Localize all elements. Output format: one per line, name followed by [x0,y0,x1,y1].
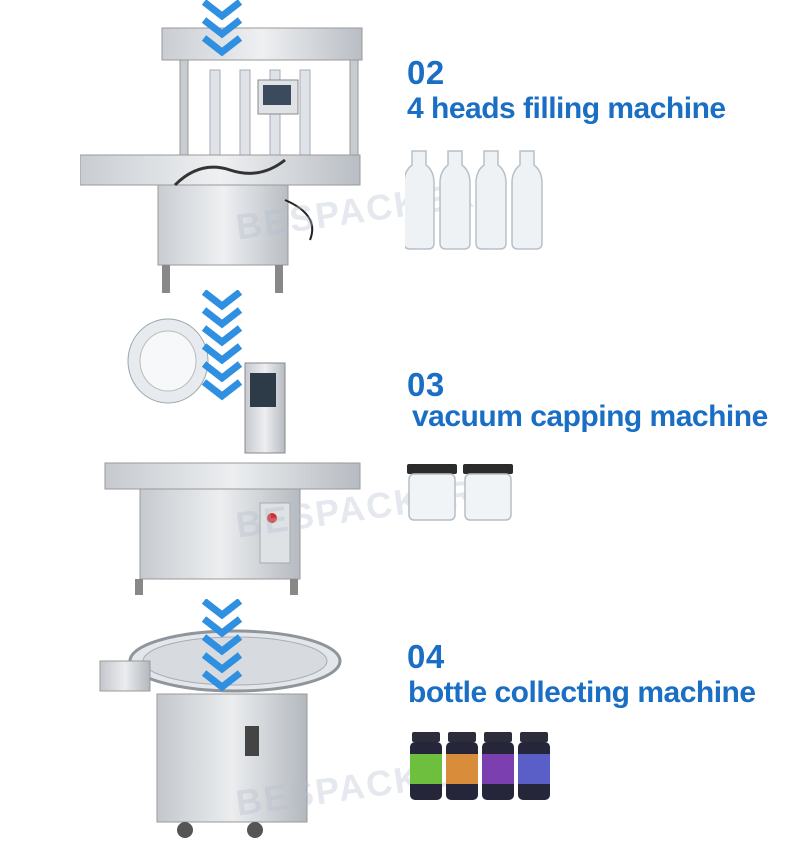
down-arrows-icon [201,290,243,401]
down-arrows-icon [201,599,243,692]
capping-machine-image [104,318,361,595]
step-collecting: BESPACKER 04 bottle collecting machine [0,596,790,842]
down-arrows-icon [201,0,243,57]
step-number: 04 [407,638,445,675]
step-title: 4 heads filling machine [407,92,726,125]
supplement-bottles-image [410,732,550,800]
glass-jars-image [407,464,513,521]
step-capping: BESPACKER 03 vacuum capping machine [0,288,790,600]
step-number: 02 [407,54,445,91]
filling-machine-image [80,27,363,293]
step-filling: BESPACKER 02 4 heads filling machine [0,0,790,300]
step-number: 03 [407,366,445,403]
bottles-image [405,150,543,250]
step-title: bottle collecting machine [408,676,756,709]
step-title: vacuum capping machine [412,400,768,433]
